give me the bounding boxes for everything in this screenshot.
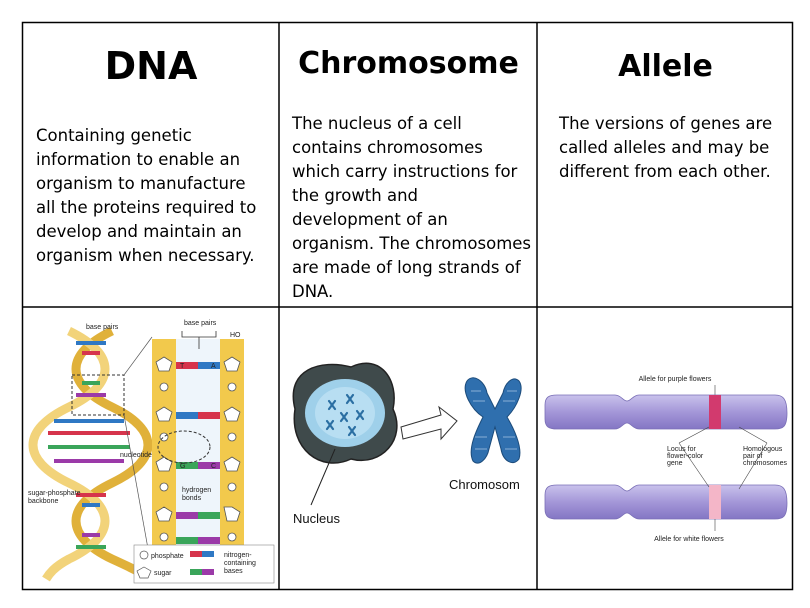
base-letter-t: T: [180, 363, 185, 370]
purple-allele-band: [709, 395, 721, 429]
locus-label-2: flower-color: [667, 453, 704, 460]
chromosome-line-2: contains chromosomes: [292, 138, 483, 157]
locus-label-1: Locus for: [667, 446, 696, 453]
dna-line-3: organism to manufacture: [36, 174, 246, 193]
allele-white-label: Allele for white flowers: [654, 536, 724, 543]
sugar-symbol: [136, 566, 152, 579]
locus-label-3: gene: [667, 460, 683, 467]
allele-purple-label: Allele for purple flowers: [639, 376, 712, 383]
dna-line-4: all the proteins required to: [36, 198, 257, 217]
chromosome-line-6: organism. The chromosomes: [292, 234, 532, 253]
dna-line-5: develop and maintain an: [36, 222, 242, 241]
nucleus-pointer: [310, 448, 336, 506]
label-base-pairs-right: base pairs: [184, 320, 217, 327]
chromosome-line-3: which carry instructions for: [292, 162, 518, 181]
allele-title: Allele: [618, 49, 713, 84]
allele-line-2: called alleles and may be: [559, 138, 770, 157]
label-nucleotide: nucleotide: [120, 452, 152, 459]
chromosome-title: Chromosome: [298, 46, 519, 81]
allele-line-1: The versions of genes are: [559, 114, 773, 133]
chromosome-line-7: are made of long strands of: [292, 258, 521, 277]
nucleus-illustration: [292, 362, 398, 464]
label-base-pairs-left: base pairs: [86, 324, 119, 331]
dna-line-2: information to enable an: [36, 150, 241, 169]
legend-bases-3: bases: [224, 568, 243, 575]
homologous-label-3: chromosomes: [743, 460, 787, 467]
dna-ladder-detail: T A G C: [152, 331, 244, 571]
legend-phosphate: phosphate: [151, 553, 184, 560]
label-hydrogen: hydrogen: [182, 487, 211, 494]
chromosome-line-8: DNA.: [292, 282, 334, 301]
chromosome-illustration: [464, 377, 522, 464]
legend-bases-2: containing: [224, 560, 256, 567]
chromosome-cell: Chromosome The nucleus of a cell contain…: [281, 24, 536, 306]
dna-diagram: base pairs sugar-phosphate backbone: [28, 320, 275, 584]
homologous-label-1: Homologous: [743, 446, 783, 453]
legend-sugar: sugar: [154, 570, 172, 577]
dna-legend: phosphate sugar nitrogen- containing bas…: [133, 544, 275, 584]
base-letter-a: A: [211, 363, 216, 370]
legend-bases-1: nitrogen-: [224, 552, 252, 559]
chromosome-line-4: the growth and: [292, 186, 419, 205]
chromosome-description: The nucleus of a cell contains chromosom…: [292, 112, 536, 304]
chromosome-label: Chromosom: [449, 477, 520, 492]
label-bonds: bonds: [182, 495, 202, 502]
allele-line-3: different from each other.: [559, 162, 771, 181]
dna-title: DNA: [104, 44, 198, 88]
chromosome-line-5: development of an: [292, 210, 448, 229]
homologous-label-2: pair of: [743, 453, 763, 460]
dna-description: Containing genetic information to enable…: [36, 124, 276, 268]
top-chromosome: [544, 394, 788, 430]
label-backbone-2: backbone: [28, 498, 58, 505]
dna-line-1: Containing genetic: [36, 126, 192, 145]
dna-cell: DNA Containing genetic information to en…: [24, 24, 278, 306]
chromosome-diagram: Nucleus Chromosom: [292, 362, 522, 526]
dna-line-6: organism when necessary.: [36, 246, 255, 265]
base-letter-g: G: [180, 463, 185, 470]
bottom-chromosome: [544, 484, 788, 520]
nucleus-label: Nucleus: [293, 511, 340, 526]
label-backbone-1: sugar-phosphate: [28, 490, 81, 497]
white-allele-band: [709, 485, 721, 519]
allele-diagram: Allele for purple flowers Locus for flow…: [544, 376, 788, 543]
chromosome-line-1: The nucleus of a cell: [292, 114, 462, 133]
dna-helix: [28, 326, 153, 583]
arrow-icon: [400, 405, 458, 441]
zoom-box: [71, 374, 125, 416]
base-letter-c: C: [211, 463, 216, 470]
phosphate-symbol: [139, 550, 149, 560]
label-ho: HO: [230, 332, 241, 339]
allele-cell: Allele The versions of genes are called …: [539, 24, 792, 306]
allele-description: The versions of genes are called alleles…: [559, 112, 791, 184]
